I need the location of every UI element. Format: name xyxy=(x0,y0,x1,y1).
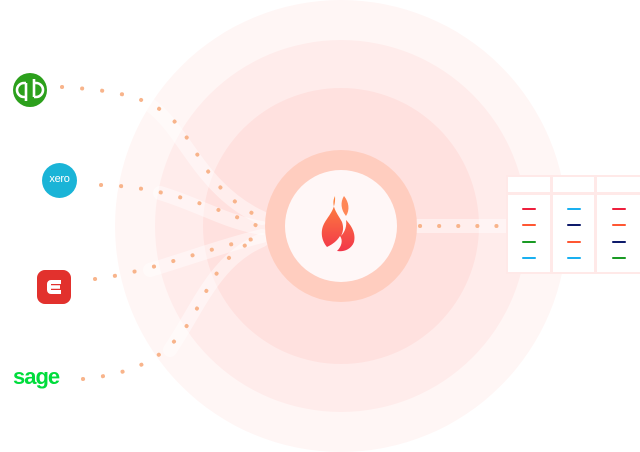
header-cell xyxy=(597,177,640,192)
table-value-bar xyxy=(567,224,581,226)
quickbooks-logo-icon xyxy=(13,73,47,107)
xero-logo-icon: xero xyxy=(42,163,77,198)
table-value-bar xyxy=(522,257,536,259)
sage-logo-icon: sage xyxy=(13,364,60,389)
table-value-bar xyxy=(522,208,536,210)
table-value-bar xyxy=(612,224,626,226)
table-value-bar xyxy=(612,257,626,259)
column-2 xyxy=(553,195,594,272)
flame-icon xyxy=(321,196,355,252)
header-cell xyxy=(553,177,594,192)
connector-expensify xyxy=(93,235,264,281)
header-cell xyxy=(508,177,550,192)
connector-quickbooks xyxy=(60,85,264,220)
table-value-bar xyxy=(567,241,581,243)
column-3 xyxy=(597,195,640,272)
table-value-bar xyxy=(522,241,536,243)
table-value-bar xyxy=(612,241,626,243)
table-value-bar xyxy=(567,208,581,210)
xero-logo-text: xero xyxy=(49,173,70,185)
table-value-bar xyxy=(522,224,536,226)
expensify-logo-icon xyxy=(37,270,71,304)
column-1 xyxy=(508,195,550,272)
table-value-bar xyxy=(612,208,626,210)
table-value-bar xyxy=(567,257,581,259)
output-table xyxy=(506,175,640,274)
